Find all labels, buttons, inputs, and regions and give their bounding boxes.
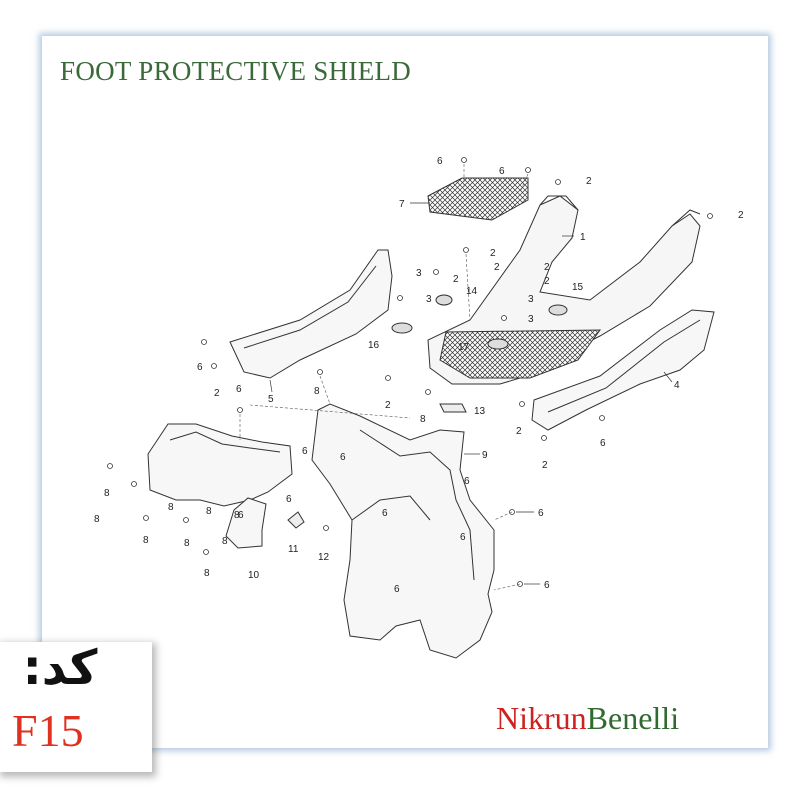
callout-1: 1 xyxy=(580,232,586,243)
callout-5: 5 xyxy=(268,394,274,405)
callout-6: 6 xyxy=(286,494,292,505)
callout-3: 3 xyxy=(416,268,422,279)
callout-6: 6 xyxy=(538,508,544,519)
callout-2: 2 xyxy=(385,400,391,411)
part-8-left-bracket xyxy=(147,423,293,507)
callout-2: 2 xyxy=(490,248,496,259)
callout-9: 9 xyxy=(482,450,488,461)
callout-8: 8 xyxy=(184,538,190,549)
callout-12: 12 xyxy=(318,552,330,563)
grommets xyxy=(391,294,568,350)
callout-8: 8 xyxy=(168,502,174,513)
callout-6: 6 xyxy=(600,438,606,449)
callout-17: 17 xyxy=(458,342,470,353)
callout-8: 8 xyxy=(234,510,240,521)
callout-16: 16 xyxy=(368,340,380,351)
callout-2: 2 xyxy=(214,388,220,399)
callout-15: 15 xyxy=(572,282,584,293)
callout-6: 6 xyxy=(394,584,400,595)
part-5-left-panel xyxy=(229,249,393,379)
callout-2: 2 xyxy=(542,460,548,471)
callout-11: 11 xyxy=(288,544,299,555)
callout-8: 8 xyxy=(222,536,228,547)
part-11-clip xyxy=(287,511,305,529)
callout-8: 8 xyxy=(420,414,426,425)
callout-6: 6 xyxy=(437,156,443,167)
callout-6: 6 xyxy=(302,446,308,457)
callout-13: 13 xyxy=(474,406,486,417)
part-7-grille-plate xyxy=(427,177,529,221)
callout-10: 10 xyxy=(248,570,260,581)
callout-2: 2 xyxy=(544,276,550,287)
diagram-title: FOOT PROTECTIVE SHIELD xyxy=(60,56,412,86)
callout-8: 8 xyxy=(94,514,100,525)
part-10-small-bracket xyxy=(225,497,267,549)
part-9-front-shield xyxy=(311,403,495,659)
part-13-pad xyxy=(439,403,467,413)
callout-6: 6 xyxy=(460,532,466,543)
callout-4: 4 xyxy=(674,380,680,391)
callout-6: 6 xyxy=(382,508,388,519)
callout-2: 2 xyxy=(516,426,522,437)
brand-part1: Nikrun xyxy=(496,700,587,736)
code-box: کد: F15 xyxy=(0,642,152,772)
callout-6: 6 xyxy=(464,476,470,487)
callout-8: 8 xyxy=(314,386,320,397)
callout-7: 7 xyxy=(399,199,405,210)
callout-2: 2 xyxy=(544,262,550,273)
callout-6: 6 xyxy=(197,362,203,373)
guide-lines xyxy=(239,164,529,591)
fasteners xyxy=(107,157,713,587)
brand-logo: NikrunBenelli xyxy=(496,700,679,737)
callout-6: 6 xyxy=(544,580,550,591)
callout-8: 8 xyxy=(206,506,212,517)
callout-6: 6 xyxy=(340,452,346,463)
callout-3: 3 xyxy=(426,294,432,305)
callout-2: 2 xyxy=(453,274,459,285)
leader-lines xyxy=(269,202,673,585)
code-label: کد: xyxy=(22,640,98,696)
callout-3: 3 xyxy=(528,294,534,305)
diagram-frame xyxy=(42,36,768,748)
code-value: F15 xyxy=(12,705,84,756)
callout-8: 8 xyxy=(204,568,210,579)
brand-part2: Benelli xyxy=(586,700,680,736)
callout-8: 8 xyxy=(104,488,110,499)
callout-labels: 6 6 2 7 2 1 2 3 2 2 2 2 14 3 3 15 3 16 1… xyxy=(94,156,744,595)
callout-2: 2 xyxy=(586,176,592,187)
callout-6: 6 xyxy=(236,384,242,395)
callout-6: 6 xyxy=(238,510,244,521)
callout-3: 3 xyxy=(528,314,534,325)
callout-14: 14 xyxy=(466,286,478,297)
callout-2: 2 xyxy=(738,210,744,221)
part-4-right-panel xyxy=(531,309,715,431)
callout-8: 8 xyxy=(143,535,149,546)
callout-6: 6 xyxy=(499,166,505,177)
part-1-floor-frame xyxy=(427,195,701,385)
callout-2: 2 xyxy=(494,262,500,273)
